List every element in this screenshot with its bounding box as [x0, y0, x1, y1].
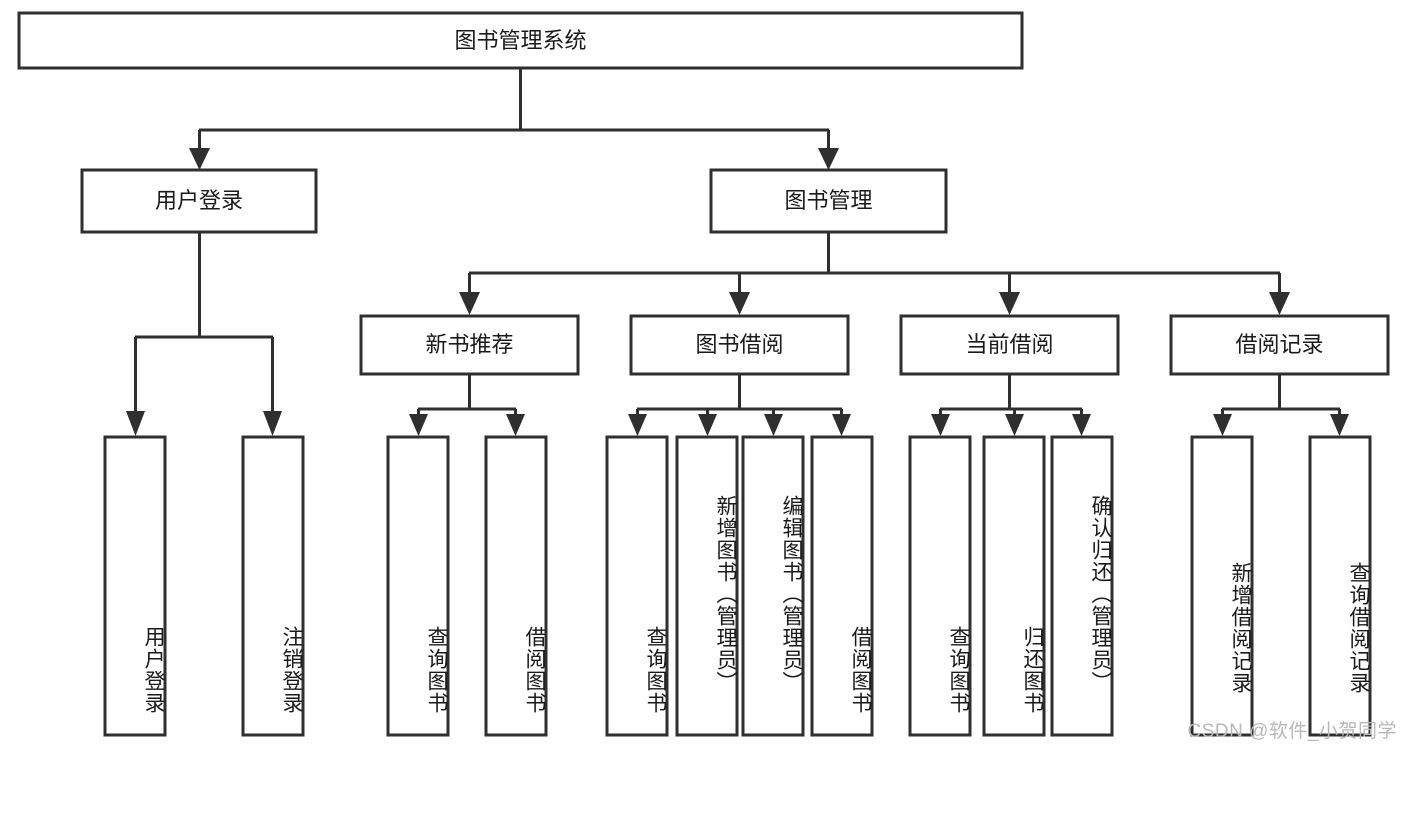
node-borrow-record-label: 借阅记录 — [1235, 332, 1323, 357]
connector-group-new-book-recommend — [409, 374, 525, 436]
leaf-box-query-record[interactable] — [1308, 435, 1372, 737]
leaf-boxes-group — [103, 435, 1372, 737]
node-new-book-recommend-box[interactable] — [359, 314, 580, 376]
arrowhead-leaf-query-book-2 — [628, 414, 647, 436]
node-new-book-recommend[interactable]: 新书推荐 — [359, 314, 580, 376]
connector-group-borrow-record — [1213, 374, 1349, 436]
leaf-box-add-book[interactable] — [675, 435, 739, 737]
leaf-box-borrow-book-2[interactable] — [810, 435, 874, 737]
node-new-book-recommend-label: 新书推荐 — [425, 332, 513, 357]
leaf-box-logout[interactable] — [241, 435, 305, 737]
arrowhead-leaf-query-book-3 — [931, 414, 950, 436]
arrowhead-leaf-borrow-book-2 — [832, 414, 851, 436]
leaf-box-edit-book[interactable] — [741, 435, 805, 737]
arrowhead-leaf-add-book — [698, 414, 717, 436]
arrowhead-leaf-query-book-1 — [409, 414, 428, 436]
connector-group-current-borrow — [931, 374, 1091, 436]
node-book-manage-box[interactable] — [709, 168, 948, 234]
node-book-borrow-box[interactable] — [629, 314, 850, 376]
arrowhead-leaf-query-record — [1330, 414, 1349, 436]
node-user-login[interactable]: 用户登录 — [80, 168, 318, 234]
leaf-box-query-book-1[interactable] — [386, 435, 450, 737]
arrowhead-new-book-recommend — [459, 292, 480, 315]
node-user-login-box[interactable] — [80, 168, 318, 234]
connector-group-book-manage — [459, 232, 1290, 315]
arrowhead-book-borrow — [729, 292, 750, 315]
leaf-box-user-login[interactable] — [103, 435, 167, 737]
node-book-manage[interactable]: 图书管理 — [709, 168, 948, 234]
node-borrow-record-box[interactable] — [1169, 314, 1390, 376]
arrowhead-borrow-record — [1269, 292, 1290, 315]
arrowhead-user-login — [189, 148, 210, 170]
leaf-box-confirm-return[interactable] — [1050, 435, 1114, 737]
node-current-borrow-label: 当前借阅 — [965, 332, 1053, 357]
leaf-box-add-record[interactable] — [1190, 435, 1254, 737]
node-root-label: 图书管理系统 — [454, 28, 586, 53]
arrowhead-leaf-confirm-return — [1072, 414, 1091, 436]
node-book-manage-label: 图书管理 — [784, 188, 872, 213]
node-user-login-label: 用户登录 — [155, 188, 243, 213]
arrowhead-leaf-edit-book — [764, 414, 783, 436]
node-root-box[interactable] — [17, 11, 1024, 70]
node-borrow-record[interactable]: 借阅记录 — [1169, 314, 1390, 376]
arrowhead-leaf-logout — [263, 411, 282, 436]
connector-group-user-login — [126, 232, 282, 436]
node-current-borrow[interactable]: 当前借阅 — [899, 314, 1120, 376]
leaf-box-query-book-2[interactable] — [605, 435, 669, 737]
leaf-box-query-book-3[interactable] — [908, 435, 972, 737]
node-root[interactable]: 图书管理系统 — [17, 11, 1024, 70]
arrowhead-book-manage — [818, 148, 839, 170]
node-current-borrow-box[interactable] — [899, 314, 1120, 376]
arrowhead-leaf-add-record — [1213, 414, 1232, 436]
arrowhead-leaf-user-login — [126, 411, 145, 436]
hierarchy-svg: 图书管理系统 用户登录 图书管理 新书推荐 图书借阅 当前借阅 借阅记录 — [17, 11, 1390, 737]
leaf-box-borrow-book-1[interactable] — [484, 435, 548, 737]
arrowhead-leaf-borrow-book-1 — [506, 414, 525, 436]
diagram-canvas: 图书管理系统 用户登录 图书管理 新书推荐 图书借阅 当前借阅 借阅记录 — [17, 11, 1397, 742]
connector-group-book-borrow — [628, 374, 851, 436]
connector-group-root — [189, 68, 839, 170]
node-book-borrow[interactable]: 图书借阅 — [629, 314, 850, 376]
watermark-text: CSDN @软件_小贺同学 — [1187, 721, 1397, 742]
node-book-borrow-label: 图书借阅 — [695, 332, 783, 357]
arrowhead-leaf-return-book — [1005, 414, 1024, 436]
arrowhead-current-borrow — [999, 292, 1020, 315]
leaf-box-return-book[interactable] — [982, 435, 1046, 737]
